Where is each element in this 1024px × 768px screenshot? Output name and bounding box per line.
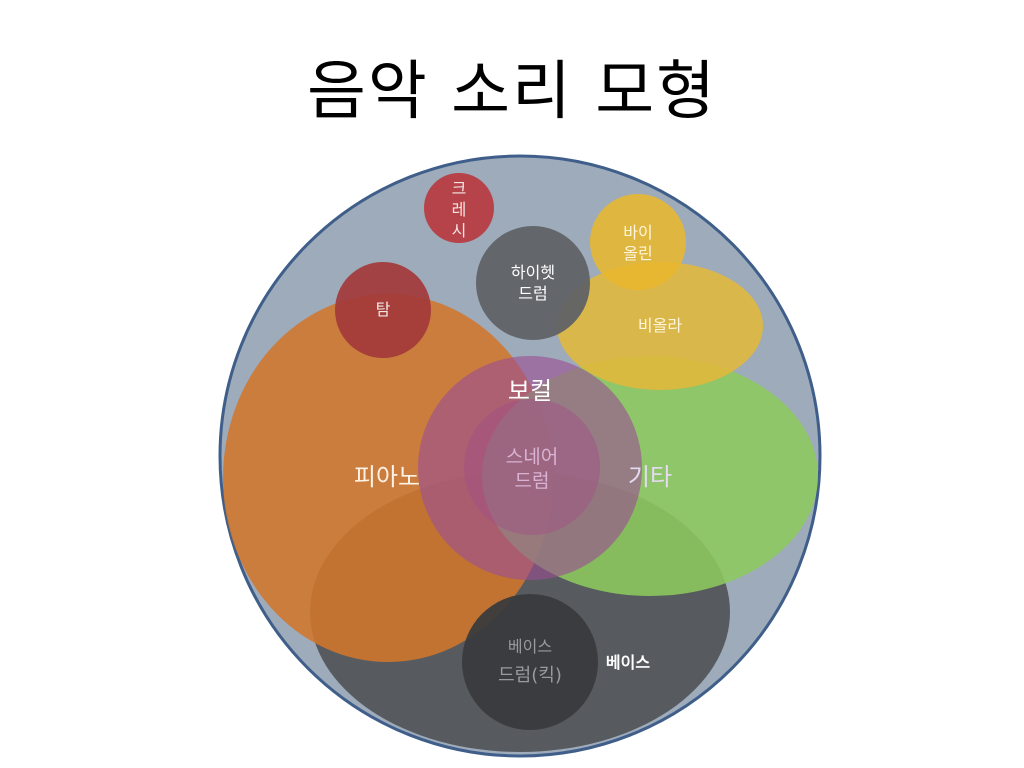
piano-label: 피아노 bbox=[354, 463, 420, 491]
viola-ellipse bbox=[557, 262, 763, 390]
violin-label-line2: 올린 bbox=[623, 244, 652, 263]
kick-label-line1: 베이스 bbox=[508, 637, 552, 656]
kick-label-line2: 드럼(킥) bbox=[498, 665, 562, 686]
crash-label-line1: 크 bbox=[452, 179, 467, 198]
hihat-label-line2: 드럼 bbox=[518, 284, 547, 303]
snare-label-line1: 스네어 bbox=[506, 446, 558, 468]
tom-circle bbox=[335, 262, 431, 358]
slide-title: 음악 소리 모형 bbox=[307, 55, 717, 129]
crash-circle bbox=[424, 173, 494, 243]
guitar-label: 기타 bbox=[628, 463, 672, 491]
bass-label: 베이스 bbox=[606, 653, 650, 672]
crash-label-line2: 레 bbox=[452, 200, 467, 219]
snare-label-line2: 드럼 bbox=[515, 470, 550, 492]
vocal-circle bbox=[418, 356, 642, 580]
hihat-circle bbox=[476, 226, 590, 340]
vocal-label: 보컬 bbox=[508, 377, 552, 405]
snare-circle bbox=[464, 399, 600, 535]
hihat-label-line1: 하이헷 bbox=[511, 263, 555, 282]
violin-circle bbox=[590, 194, 686, 290]
crash-label-line3: 시 bbox=[452, 221, 467, 240]
violin-label-line1: 바이 bbox=[623, 223, 652, 242]
tom-label: 탐 bbox=[376, 300, 391, 319]
kick-circle bbox=[462, 594, 598, 730]
viola-label: 비올라 bbox=[638, 316, 682, 335]
